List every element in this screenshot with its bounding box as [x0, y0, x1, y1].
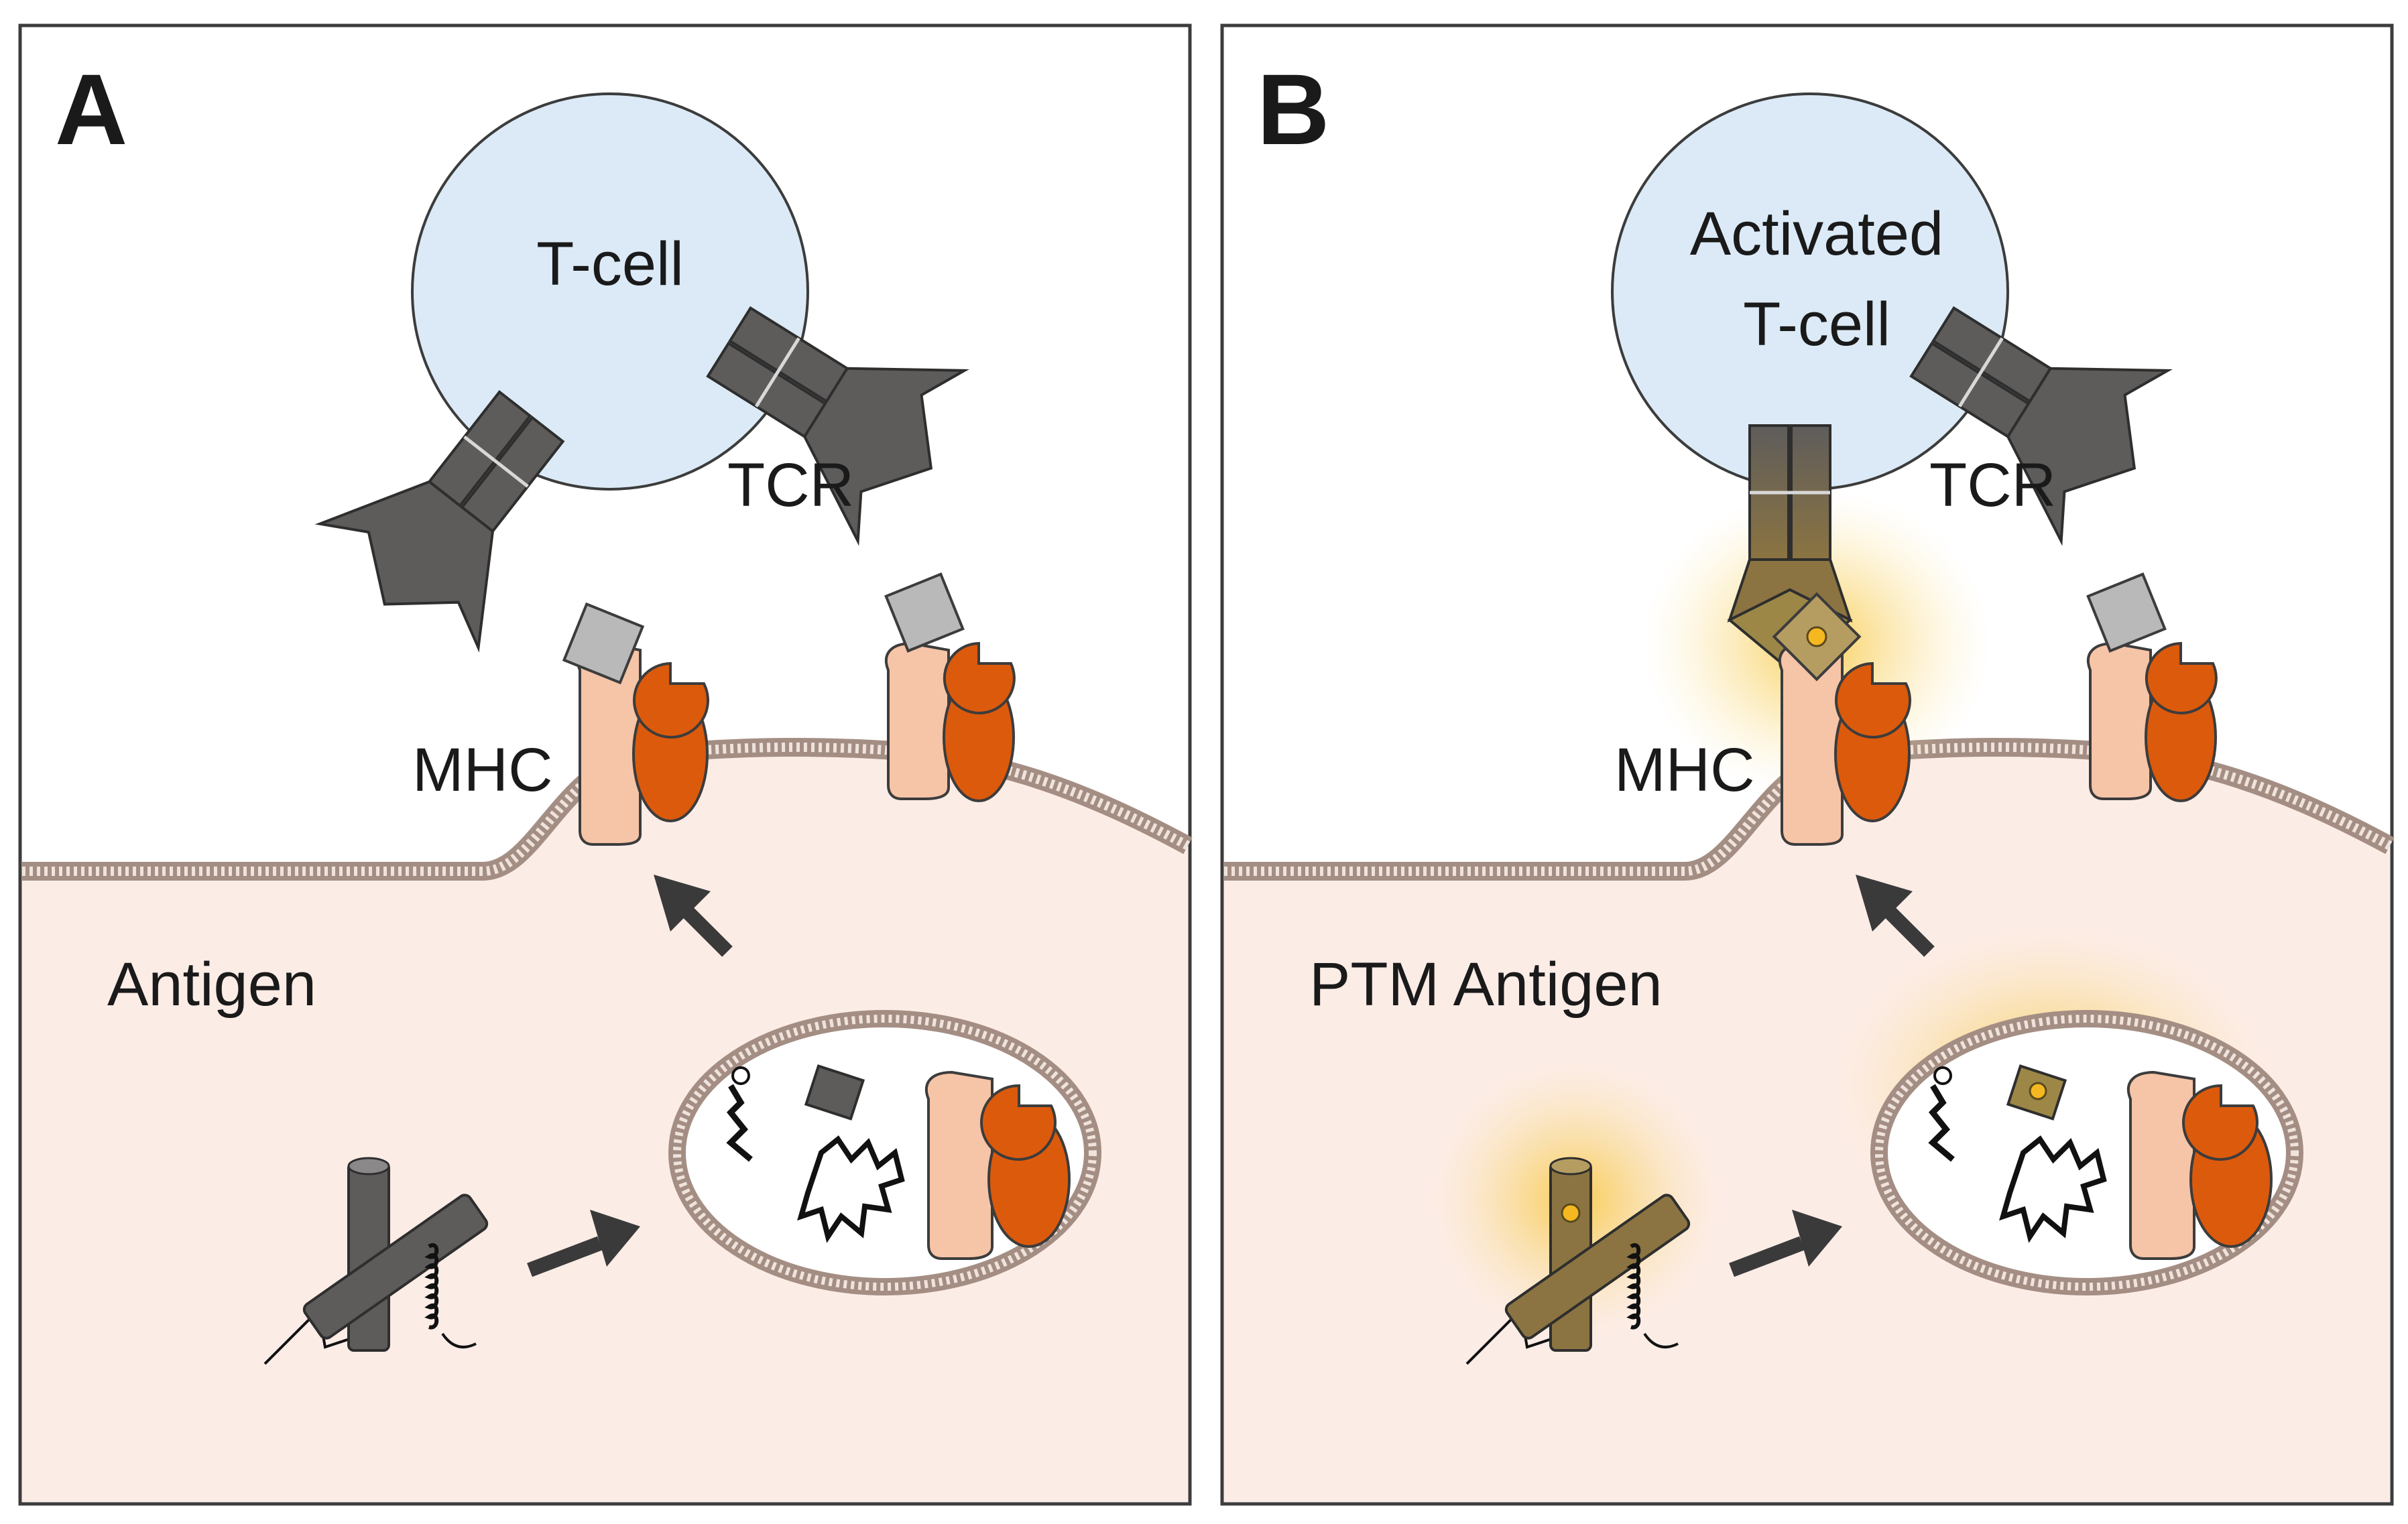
- antigen-label-b: PTM Antigen: [1309, 950, 1663, 1019]
- panel-a-letter: A: [55, 53, 127, 166]
- arrow-to-endosome-a: [527, 1210, 640, 1277]
- endosome-a: [668, 1010, 1101, 1295]
- ptm-antigen-protein-b: [1465, 1157, 1691, 1365]
- activated-t-cell-label-line2: T-cell: [1743, 290, 1890, 359]
- panel-b: B Activated T-cell TCR: [1220, 23, 2395, 1506]
- t-cell: [411, 92, 809, 491]
- activated-t-cell-label-line1: Activated: [1690, 200, 1943, 268]
- mhc-label-a: MHC: [412, 736, 553, 804]
- panel-b-membrane-lipids: [1224, 742, 2393, 876]
- panel-a-membrane-lipids: [22, 742, 1191, 876]
- tcr-left: [314, 390, 565, 653]
- t-cell-label: T-cell: [536, 230, 684, 298]
- antigen-protein-a: [263, 1157, 489, 1365]
- tcr-label-b: TCR: [1929, 451, 2056, 519]
- mhc-complex-a2: [884, 572, 1016, 802]
- mhc-label-b: MHC: [1614, 736, 1755, 804]
- mhc-complex-b1: [1772, 592, 1911, 846]
- ptm-marker-peptide: [1806, 626, 1827, 647]
- ptm-marker-protein: [1561, 1203, 1581, 1223]
- tcr-right: [706, 306, 969, 546]
- tcr-label-a: TCR: [727, 451, 854, 519]
- mhc-complex-b2: [2086, 572, 2218, 802]
- tcr-free: [1909, 306, 2173, 546]
- arrow-to-mhc-a: [654, 875, 733, 957]
- arrow-to-mhc-b: [1856, 875, 1935, 957]
- panel-a: A T-cell TCR MHC: [18, 23, 1193, 1506]
- mhc-complex-a1: [562, 602, 709, 846]
- panel-b-letter: B: [1257, 53, 1329, 166]
- antigen-label-a: Antigen: [107, 950, 316, 1019]
- ptm-marker-fragment: [2029, 1082, 2047, 1100]
- arrow-to-endosome-b: [1729, 1210, 1842, 1277]
- endosome-b: [1870, 1010, 2303, 1295]
